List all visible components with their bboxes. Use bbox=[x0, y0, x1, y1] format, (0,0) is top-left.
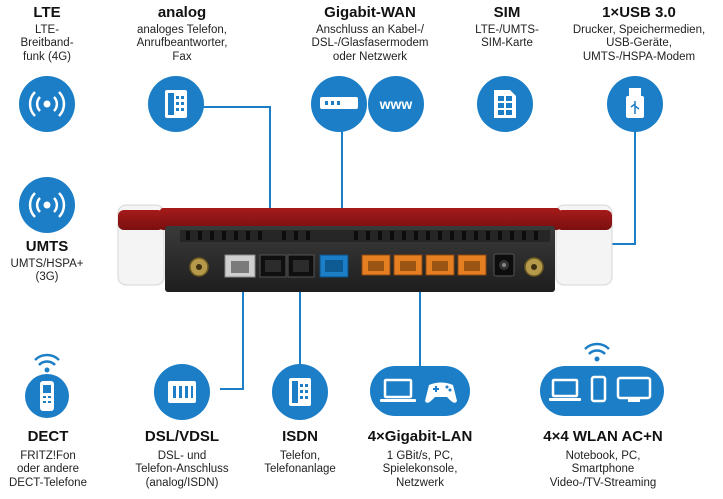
feature-lan-desc: 1 GBit/s, PC, Spielekonsole, Netzwerk bbox=[382, 449, 458, 489]
devices-icon bbox=[540, 342, 664, 416]
vent-slots bbox=[186, 231, 538, 240]
feature-dsl-title: DSL/VDSL bbox=[144, 428, 220, 445]
dsl-port-icon bbox=[154, 364, 210, 420]
modem-icon bbox=[311, 76, 367, 132]
laptop-gamepad-icon bbox=[370, 366, 470, 416]
feature-dect-desc: FRITZ!Fon oder andere DECT-Telefone bbox=[9, 449, 87, 489]
feature-lan-title: 4×Gigabit-LAN bbox=[367, 428, 473, 445]
feature-wlan-desc: Notebook, PC, Smartphone Video-/TV-Strea… bbox=[549, 449, 657, 489]
feature-lte: LTE LTE- Breitband- funk (4G) bbox=[2, 4, 92, 64]
feature-wan: Gigabit-WAN Anschluss an Kabel-/ DSL-/Gl… bbox=[290, 4, 450, 64]
umts-antenna-icon bbox=[19, 177, 75, 233]
feature-lte-title: LTE bbox=[33, 4, 61, 21]
feature-usb: 1×USB 3.0 Drucker, Speichermedien, USB-G… bbox=[558, 4, 720, 64]
feature-sim-desc: LTE-/UMTS- SIM-Karte bbox=[475, 23, 539, 50]
feature-wan-title: Gigabit-WAN bbox=[324, 4, 416, 21]
power-connector bbox=[493, 253, 515, 277]
feature-isdn: ISDN Telefon, Telefonanlage bbox=[250, 428, 350, 477]
feature-isdn-title: ISDN bbox=[282, 428, 318, 445]
feature-analog-desc: analoges Telefon, Anrufbeantworter, Fax bbox=[136, 23, 228, 63]
router-top-red bbox=[160, 208, 560, 230]
antenna-connector-left bbox=[189, 257, 209, 277]
feature-usb-title: 1×USB 3.0 bbox=[602, 4, 676, 21]
landline-phone-icon bbox=[148, 76, 204, 132]
svg-text:www: www bbox=[379, 96, 413, 112]
feature-isdn-desc: Telefon, Telefonanlage bbox=[264, 449, 336, 476]
lte-antenna-icon bbox=[19, 76, 75, 132]
feature-wan-desc: Anschluss an Kabel-/ DSL-/Glasfasermodem… bbox=[311, 23, 429, 63]
feature-umts-desc: UMTS/HSPA+ (3G) bbox=[10, 257, 84, 284]
sim-card-icon bbox=[477, 76, 533, 132]
feature-umts-title: UMTS bbox=[25, 238, 69, 255]
usb-stick-icon bbox=[607, 76, 663, 132]
feature-lan: 4×Gigabit-LAN 1 GBit/s, PC, Spielekonsol… bbox=[352, 428, 488, 490]
feature-sim-title: SIM bbox=[493, 4, 521, 21]
feature-usb-desc: Drucker, Speichermedien, USB-Geräte, UMT… bbox=[572, 23, 706, 63]
line-analog bbox=[190, 106, 271, 230]
feature-sim: SIM LTE-/UMTS- SIM-Karte bbox=[462, 4, 552, 51]
antenna-connector-right bbox=[524, 257, 544, 277]
feature-dsl: DSL/VDSL DSL- und Telefon-Anschluss (ana… bbox=[120, 428, 244, 490]
feature-analog: analog analoges Telefon, Anrufbeantworte… bbox=[112, 4, 252, 64]
feature-wlan: 4×4 WLAN AC+N Notebook, PC, Smartphone V… bbox=[526, 428, 680, 490]
line-usb bbox=[608, 118, 636, 245]
www-icon: www bbox=[368, 76, 424, 132]
feature-analog-title: analog bbox=[157, 4, 207, 21]
router-device bbox=[117, 204, 613, 292]
dect-phone-icon bbox=[25, 353, 69, 418]
feature-lte-desc: LTE- Breitband- funk (4G) bbox=[20, 23, 74, 63]
feature-dect-title: DECT bbox=[27, 428, 69, 445]
feature-dsl-desc: DSL- und Telefon-Anschluss (analog/ISDN) bbox=[135, 449, 229, 489]
isdn-phone-icon bbox=[272, 364, 328, 420]
line-dsl bbox=[220, 285, 244, 390]
feature-wlan-title: 4×4 WLAN AC+N bbox=[543, 428, 663, 445]
feature-umts: UMTS UMTS/HSPA+ (3G) bbox=[0, 238, 94, 285]
feature-dect: DECT FRITZ!Fon oder andere DECT-Telefone bbox=[0, 428, 96, 490]
